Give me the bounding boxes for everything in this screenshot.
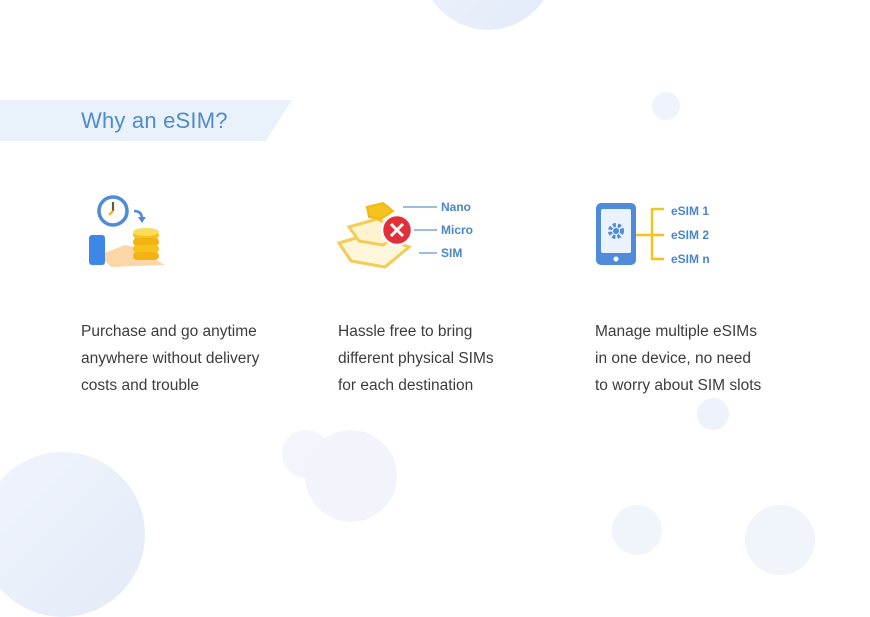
decor-bubble — [697, 398, 729, 430]
feature-no-physical-sim: Nano Micro SIM — [336, 185, 482, 280]
sim-label-sim: SIM — [441, 246, 462, 260]
feature-purchase — [85, 185, 170, 280]
description-line: costs and trouble — [81, 377, 200, 394]
description-line: different physical SIMs — [338, 350, 494, 367]
description-line: Hassle free to bring — [338, 323, 473, 340]
sim-card-sizes-icon: Nano Micro SIM — [336, 200, 473, 269]
description-line: to worry about SIM slots — [595, 377, 762, 394]
sim-label-micro: Micro — [441, 223, 473, 237]
feature-multi-esim-description: Manage multiple eSIMs in one device, no … — [595, 318, 761, 399]
phone-multi-esim-icon: eSIM 1 eSIM 2 eSIM n — [596, 203, 710, 266]
sim-label-nano: Nano — [441, 200, 471, 214]
description-line: Manage multiple eSIMs — [595, 323, 757, 340]
description-line: for each destination — [338, 377, 474, 394]
esim-label-1: eSIM 1 — [671, 204, 709, 218]
decor-bubble — [612, 505, 662, 555]
decor-bubble — [0, 452, 145, 617]
decor-bubble — [745, 505, 815, 575]
clock-to-coins-icon — [89, 195, 165, 267]
decor-bubble — [652, 92, 680, 120]
feature-purchase-description: Purchase and go anytime anywhere without… — [81, 318, 259, 399]
description-line: Purchase and go anytime — [81, 323, 257, 340]
description-line: in one device, no need — [595, 350, 751, 367]
section-title: Why an eSIM? — [81, 108, 228, 133]
esim-label-2: eSIM 2 — [671, 228, 709, 242]
section-banner — [0, 100, 292, 141]
feature-multi-esim: eSIM 1 eSIM 2 eSIM n — [594, 185, 724, 280]
decor-bubble — [305, 430, 397, 522]
feature-no-physical-sim-description: Hassle free to bring different physical … — [338, 318, 494, 399]
description-line: anywhere without delivery — [81, 350, 260, 367]
esim-label-n: eSIM n — [671, 252, 710, 266]
decor-bubble — [418, 0, 558, 30]
